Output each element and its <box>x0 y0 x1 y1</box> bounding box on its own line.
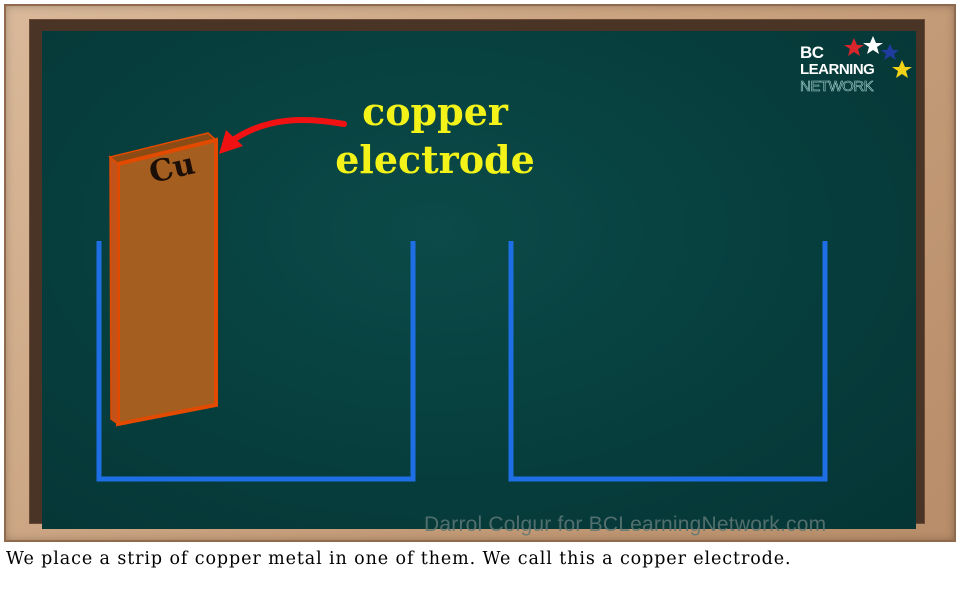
right-beaker <box>508 241 828 482</box>
electrochemistry-diagram: Cu <box>96 117 828 482</box>
copper-electrode: Cu <box>108 132 218 427</box>
logo-text-line2: LEARNING <box>800 61 875 78</box>
left-beaker <box>96 241 416 482</box>
copper-electrode-side-face <box>109 155 119 426</box>
electrode-label: copper electrode <box>300 88 570 188</box>
slide-stage: Cu copper electrode BC LEARNING NETWORK … <box>4 4 956 542</box>
credit-watermark: Darrol Colgur for BCLearningNetwork.com <box>424 513 827 536</box>
electrode-label-line1: copper <box>362 89 508 134</box>
electrode-label-line2: electrode <box>335 137 535 182</box>
arrow-icon <box>219 117 347 154</box>
bc-learning-network-logo: BC LEARNING NETWORK <box>800 36 918 102</box>
logo-stars-icon <box>844 36 912 78</box>
narration-caption: We place a strip of copper metal in one … <box>6 549 792 569</box>
logo-text-line3: NETWORK <box>800 78 874 95</box>
logo-text-line1: BC <box>800 43 824 62</box>
